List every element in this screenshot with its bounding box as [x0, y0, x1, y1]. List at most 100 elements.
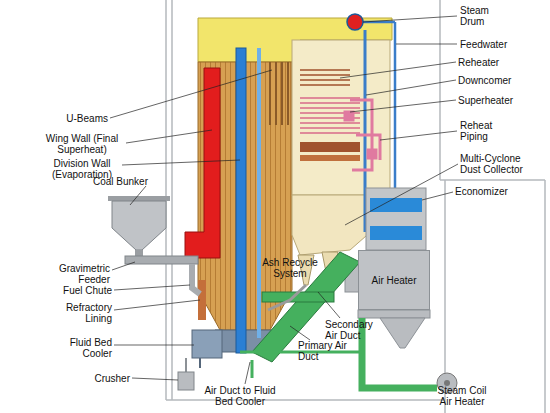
leader-lines: [132, 378, 178, 380]
reheater-tubes: [300, 69, 350, 71]
leader-lines: [122, 160, 240, 165]
leader-lines: [110, 70, 272, 118]
division-wall: [236, 48, 246, 353]
u-beams: [275, 62, 277, 125]
part-label: Fluid Bed Cooler: [56, 337, 112, 359]
coal-bunker: [112, 201, 166, 250]
air-ducts: [251, 360, 254, 378]
building-frame: [439, 0, 441, 180]
leader-lines: [366, 80, 456, 95]
u-beams: [287, 62, 289, 125]
part-label: U-Beams: [48, 113, 108, 124]
leader-lines: [290, 326, 310, 340]
ash-recycle-line: [268, 285, 306, 310]
u-beams: [270, 62, 288, 125]
building-frame: [171, 0, 173, 400]
ash-recycle-line: [268, 285, 306, 310]
part-label: Fuel Chute: [42, 285, 112, 296]
part-label: Steam Drum: [460, 5, 510, 27]
reheat-piping: [345, 112, 353, 120]
building-frame: [440, 179, 545, 181]
leader-lines: [114, 285, 190, 290]
part-label: Crusher: [70, 373, 130, 384]
division-wall: [236, 48, 261, 353]
steam-drum: [394, 22, 397, 210]
superheater-tubes: [300, 132, 360, 134]
superheater-tubes: [300, 127, 360, 129]
reheat-piping: [356, 135, 380, 160]
superheater-tubes: [300, 98, 360, 133]
air-heater-casing: [358, 310, 430, 318]
air-ducts: [362, 318, 437, 388]
building-frame: [544, 180, 546, 413]
part-label: Refractory Lining: [56, 302, 112, 324]
part-label: Feedwater: [460, 39, 540, 50]
reheat-piping: [368, 150, 376, 158]
air-ducts: [252, 252, 360, 362]
building-frame: [166, 0, 545, 413]
economizer: [370, 226, 422, 240]
coal-bunker: [108, 196, 200, 294]
part-label: Gravimetric Feeder: [48, 263, 110, 285]
economizer: [370, 198, 422, 212]
part-label: Ash Recycle System: [260, 257, 320, 279]
equipment-box: Air Heater: [358, 250, 430, 310]
leader-lines: [396, 44, 457, 45]
leader-lines: [126, 130, 212, 143]
leader-lines: [345, 164, 458, 225]
u-beams: [281, 62, 283, 125]
reheater-tubes: [300, 79, 350, 81]
part-label: Secondary Air Duct: [325, 319, 377, 341]
coal-bunker: [108, 196, 170, 201]
leader-lines: [350, 100, 456, 112]
crusher: [178, 372, 194, 390]
part-label: Primary Air Duct: [298, 340, 348, 362]
leader-lines: [422, 192, 453, 200]
economizer-bank: [300, 155, 360, 161]
fluid-bed-cooler: [192, 330, 222, 358]
division-wall: [257, 48, 261, 338]
leader-lines: [114, 300, 200, 310]
superheater-tubes: [300, 122, 360, 124]
part-label: Superheater: [458, 95, 538, 106]
backpass: [292, 40, 390, 195]
reheater-tubes: [300, 74, 350, 76]
node-label: Air Heater: [371, 275, 417, 286]
wing-wall: [185, 68, 220, 258]
steam-drum: [347, 14, 363, 30]
crusher: [178, 358, 194, 390]
superheater-tubes: [300, 102, 360, 104]
coal-bunker: [135, 250, 143, 256]
part-label: Multi-Cyclone Dust Collector: [460, 153, 536, 175]
leader-lines: [318, 292, 340, 318]
leader-lines: [114, 345, 194, 346]
part-label: Wing Wall (Final Superheat): [42, 133, 122, 155]
economizer-bank: [300, 142, 360, 161]
part-label: Steam Coil Air Heater: [432, 385, 492, 407]
u-beams: [269, 62, 271, 125]
wing-wall: [185, 68, 220, 258]
leader-lines: [340, 62, 456, 78]
part-label: Economizer: [455, 186, 535, 197]
part-label: Reheat Piping: [460, 120, 505, 142]
reheater-tubes: [300, 84, 350, 86]
leader-lines: [110, 16, 458, 384]
leader-lines: [363, 16, 457, 22]
leader-lines: [112, 262, 135, 270]
economizer-bank: [300, 142, 360, 152]
coal-bunker: [125, 256, 198, 264]
fluid-bed-cooler: [192, 330, 222, 368]
fluid-bed-cooler: [199, 358, 201, 368]
leader-lines: [380, 131, 457, 140]
crusher: [185, 358, 187, 372]
part-label: Coal Bunker: [78, 176, 148, 187]
leader-lines: [245, 362, 250, 384]
part-label: Reheater: [458, 57, 538, 68]
air-heater-casing: [380, 318, 425, 348]
coal-bunker: [192, 264, 200, 294]
superheater-tubes: [300, 107, 360, 109]
building-frame: [166, 399, 445, 401]
part-label: Air Duct to Fluid Bed Cooler: [200, 385, 280, 407]
part-label: Downcomer: [458, 75, 538, 86]
leader-lines: [130, 186, 146, 205]
